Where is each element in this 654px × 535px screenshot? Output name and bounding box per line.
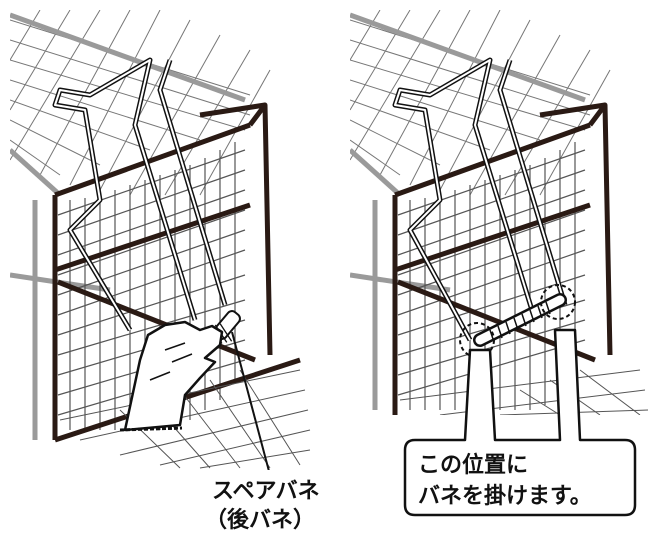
callout-bubble — [403, 328, 637, 517]
left-wire-handle — [52, 57, 228, 332]
right-wire-handle — [392, 57, 568, 342]
callout-line-2: バネを掛けます。 — [418, 484, 592, 509]
hand-icon — [119, 320, 224, 432]
left-dark-frame — [52, 102, 301, 443]
callout-line-1: この位置に — [418, 452, 528, 478]
hook-point-left — [459, 322, 495, 358]
right-floor-mesh — [399, 369, 649, 415]
hook-point-right — [540, 284, 576, 320]
left-panel — [10, 10, 311, 470]
spare-spring-sublabel: （後バネ） — [205, 507, 315, 533]
right-panel — [350, 10, 649, 415]
left-gray-frame — [10, 12, 246, 440]
spare-spring-label: スペアバネ — [212, 479, 320, 504]
left-leader-line — [231, 331, 270, 470]
